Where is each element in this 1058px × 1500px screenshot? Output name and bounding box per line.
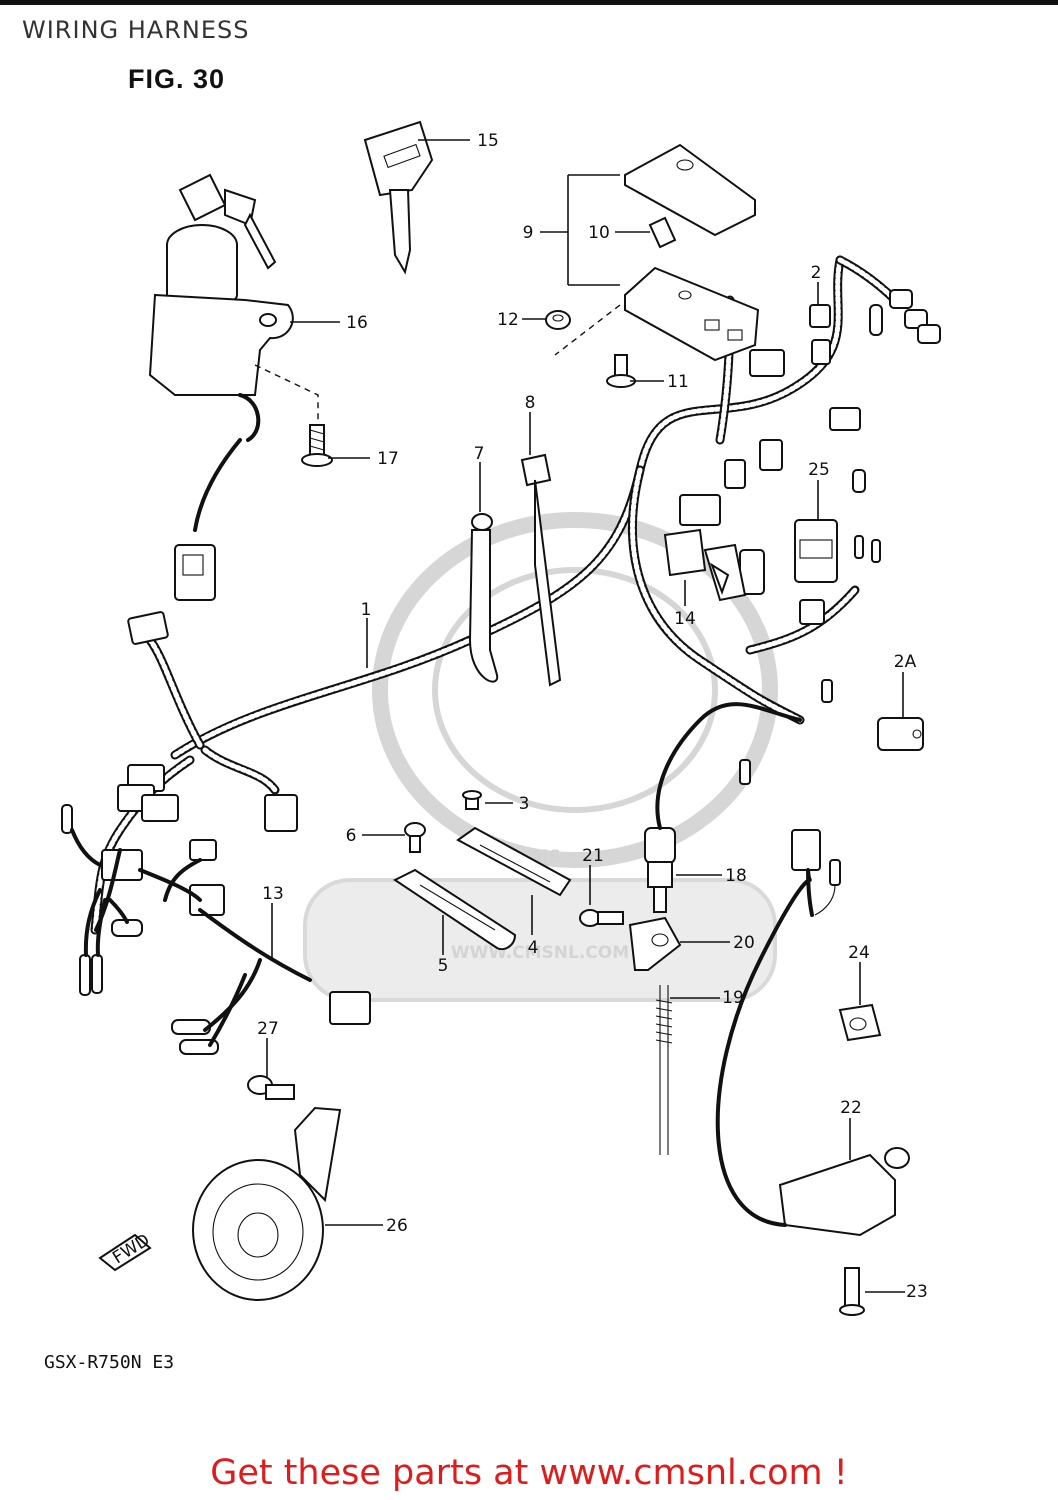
horn-26[interactable]	[192, 1106, 342, 1301]
switch-18[interactable]	[644, 702, 802, 913]
spring-19[interactable]	[655, 985, 673, 1155]
callout-2a: 2A	[894, 652, 917, 672]
callout-8: 8	[525, 393, 536, 413]
screw-17[interactable]	[301, 424, 333, 467]
model-code: GSX-R750N E3	[44, 1352, 175, 1373]
callout-14: 14	[674, 609, 696, 629]
callout-9: 9	[523, 223, 534, 243]
callout-22: 22	[840, 1098, 862, 1118]
top-rule	[0, 0, 1058, 5]
nut-12[interactable]	[545, 310, 571, 330]
callout-6: 6	[346, 826, 357, 846]
callout-11: 11	[667, 372, 689, 392]
callout-25: 25	[808, 460, 830, 480]
fwd-label: FWD	[109, 1230, 153, 1268]
leader-lines	[266, 139, 905, 1293]
callout-11-12: 12	[497, 310, 519, 330]
clamp-7[interactable]	[468, 513, 499, 683]
callout-23: 23	[906, 1282, 928, 1302]
ignition-switch[interactable]	[148, 173, 294, 601]
callout-18: 18	[725, 866, 747, 886]
callout-15: 15	[477, 131, 499, 151]
clamp-24[interactable]	[838, 1003, 882, 1042]
page-title: WIRING HARNESS	[22, 16, 250, 44]
callout-20: 20	[733, 933, 755, 953]
bracket-20[interactable]	[628, 916, 682, 971]
callout-19: 19	[722, 988, 744, 1008]
ignition-key[interactable]	[363, 120, 434, 275]
callout-24: 24	[848, 943, 870, 963]
bracket-5[interactable]	[393, 868, 517, 951]
switch-14[interactable]	[663, 528, 747, 602]
figure-label: FIG. 30	[128, 64, 226, 94]
callout-1: 1	[361, 600, 372, 620]
screw-11[interactable]	[606, 354, 636, 388]
callout-5: 5	[438, 956, 449, 976]
part-2a[interactable]	[877, 717, 924, 751]
relay-25[interactable]	[794, 519, 838, 583]
bolt-27[interactable]	[247, 1075, 295, 1100]
callout-4: 4	[528, 938, 539, 958]
bolt-21[interactable]	[579, 909, 624, 927]
connector-2[interactable]	[809, 304, 831, 328]
callout-27: 27	[257, 1019, 279, 1039]
bracket-4[interactable]	[456, 826, 572, 897]
callout-13: 13	[262, 884, 284, 904]
callout-3: 3	[519, 794, 530, 814]
callout-numbers: 1 2 2A 3 4 5 6 7 8 9 10 12 11 13 14 15 1…	[257, 131, 928, 1302]
switch-22[interactable]	[715, 829, 910, 1237]
cable-tie-8[interactable]	[520, 453, 562, 687]
footer-cta-link[interactable]: Get these parts at www.cmsnl.com !	[210, 1453, 848, 1493]
fuse-10[interactable]	[648, 216, 677, 249]
screw-3[interactable]	[462, 790, 482, 810]
watermark-url: WWW.CMSNL.COM	[451, 943, 629, 963]
callout-21: 21	[582, 846, 604, 866]
callout-7: 7	[474, 444, 485, 464]
harness-connectors	[61, 289, 941, 1055]
screw-23[interactable]	[839, 1267, 865, 1316]
screw-6[interactable]	[404, 822, 426, 853]
callout-26: 26	[386, 1216, 408, 1236]
callout-2: 2	[811, 263, 822, 283]
callout-10: 10	[588, 223, 610, 243]
fwd-arrow: FWD	[98, 1230, 153, 1272]
callout-17: 17	[377, 449, 399, 469]
junction-box[interactable]	[624, 143, 760, 362]
callout-16: 16	[346, 313, 368, 333]
